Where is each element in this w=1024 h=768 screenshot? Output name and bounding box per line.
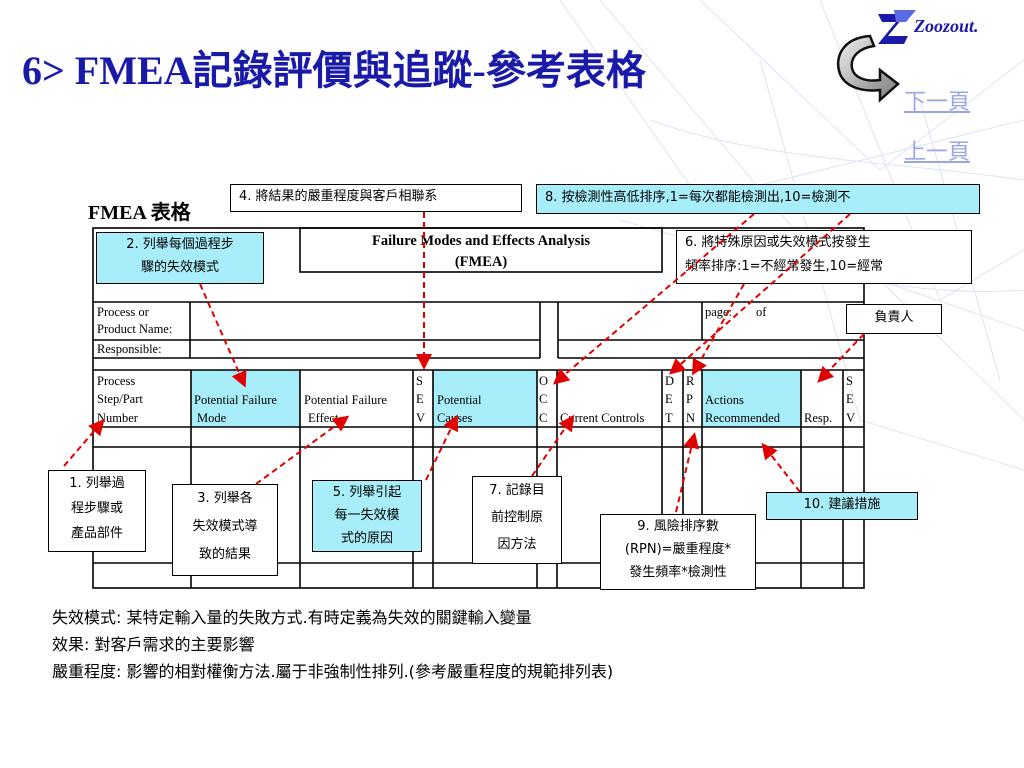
col-sev-3: V — [416, 411, 425, 425]
col-rpn-1: R — [686, 374, 695, 388]
callout-2-failure-modes: 2. 列舉每個過程步驟的失效模式 — [96, 232, 264, 284]
company-logo: Zoozout. — [878, 10, 979, 44]
col-det-1: D — [665, 374, 674, 388]
col-actions-2: Recommended — [705, 411, 781, 425]
col-rpn-3: N — [686, 411, 695, 425]
curved-return-arrow-icon — [836, 34, 900, 103]
col-causes-1: Potential — [437, 393, 482, 407]
of-label: of — [756, 305, 767, 319]
note-effect: 效果: 對客戶需求的主要影響 — [52, 635, 255, 654]
col-sev-1: S — [416, 374, 423, 388]
callout-1-process-steps: 1. 列舉過程步驟或產品部件 — [48, 470, 146, 552]
col-sev2-3: V — [846, 411, 855, 425]
form-title-line1: Failure Modes and Effects Analysis — [372, 233, 590, 249]
col-sev2-2: E — [846, 392, 854, 406]
callout-4-severity: 4. 將結果的嚴重程度與客戶相聯系 — [230, 184, 522, 212]
page-label: page: — [705, 305, 732, 319]
col-causes-2: Causes — [437, 411, 473, 425]
fmea-form-label: FMEA 表格 — [88, 202, 191, 224]
col-det-2: E — [665, 392, 673, 406]
col-resp: Resp. — [804, 411, 832, 425]
previous-page-link[interactable]: 上一頁 — [904, 140, 971, 165]
col-sev-2: E — [416, 392, 424, 406]
callout-7-controls: 7. 記錄目前控制原因方法 — [472, 476, 562, 564]
col-controls: Current Controls — [560, 411, 645, 425]
info-label-process: Process or — [97, 305, 150, 319]
col-occ-1: O — [539, 374, 548, 388]
callout-5-causes: 5. 列舉引起每一失效模式的原因 — [312, 480, 422, 552]
col-actions-1: Actions — [705, 393, 744, 407]
next-page-link[interactable]: 下一頁 — [904, 90, 971, 115]
callout-10-actions: 10. 建議措施 — [766, 492, 918, 520]
info-label-responsible: Responsible: — [97, 342, 162, 356]
col-failure-effect-2: Effect — [308, 411, 339, 425]
callout-6-occurrence: 6. 將特殊原因或失效模式按發生頻率排序:1=不經常發生,10=經常 — [676, 230, 972, 284]
callout-8-detection: 8. 按檢測性高低排序,1=每次都能檢測出,10=檢測不 — [536, 184, 980, 214]
definition-notes: 失效模式: 某特定輸入量的失敗方式.有時定義為失效的關鍵輸入變量 效果: 對客戶… — [52, 604, 613, 685]
callout-9-rpn: 9. 風險排序數(RPN)=嚴重程度*發生頻率*檢測性 — [600, 514, 756, 590]
note-failure-mode: 失效模式: 某特定輸入量的失敗方式.有時定義為失效的關鍵輸入變量 — [52, 608, 532, 627]
callout-responsible: 負責人 — [846, 304, 942, 334]
col-det-3: T — [665, 411, 673, 425]
callout-3-effects: 3. 列舉各失效模式導致的結果 — [172, 484, 278, 576]
col-sev2-1: S — [846, 374, 853, 388]
col-process-2: Step/Part — [97, 392, 143, 406]
col-process-3: Number — [97, 411, 139, 425]
info-label-product: Product Name: — [97, 322, 172, 336]
col-failure-mode-2: Mode — [197, 411, 227, 425]
col-failure-mode-1: Potential Failure — [194, 393, 277, 407]
form-title-line2: (FMEA) — [455, 254, 508, 270]
col-occ-2: C — [539, 392, 547, 406]
note-severity: 嚴重程度: 影響的相對權衡方法.屬于非強制性排列.(參考嚴重程度的規範排列表) — [52, 662, 614, 681]
col-rpn-2: P — [686, 392, 693, 406]
col-failure-effect-1: Potential Failure — [304, 393, 387, 407]
svg-text:Zoozout.: Zoozout. — [913, 16, 979, 36]
page-title: 6> FMEA記錄評價與追蹤-參考表格 — [22, 48, 646, 93]
col-process-1: Process — [97, 374, 135, 388]
col-occ-3: C — [539, 411, 547, 425]
